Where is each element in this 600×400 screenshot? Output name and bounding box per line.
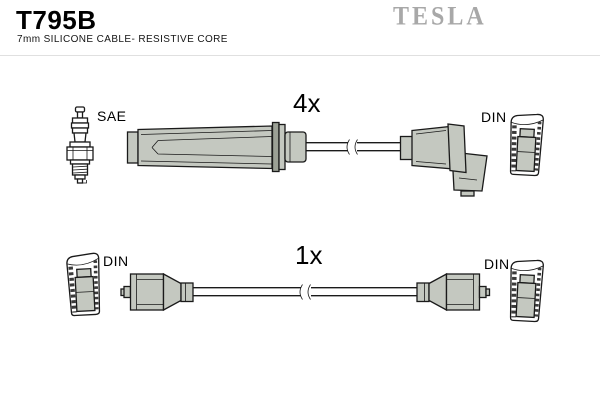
din-connector-icon-bottom-right [508,259,543,322]
spark-plug-icon [66,106,94,184]
din-connector-icon-top-right [508,113,543,176]
bottom-cable-left-boot [120,272,194,312]
top-cable-angled-boot [399,123,488,197]
bottom-cable-quantity: 1x [295,240,323,270]
cable-break-mark [346,139,358,155]
part-number: T795B [16,5,97,35]
top-cable-wire [306,139,400,155]
tesla-logo: TESLA [393,3,487,32]
din-connector-icon-bottom-left [66,253,101,316]
top-cable-quantity: 4x [293,88,321,118]
cable-break-mark [299,284,311,300]
top-cable-straight-boot [126,121,307,173]
din-label-bottom-right: DIN [484,256,510,272]
din-label-top-right: DIN [481,109,507,125]
bottom-cable-right-boot [416,272,491,312]
product-subtitle: 7mm SILICONE CABLE- RESISTIVE CORE [17,34,228,45]
sae-label: SAE [97,108,127,124]
bottom-cable-wire [193,284,417,300]
din-label-bottom-left: DIN [103,253,129,269]
header-divider [0,55,600,56]
